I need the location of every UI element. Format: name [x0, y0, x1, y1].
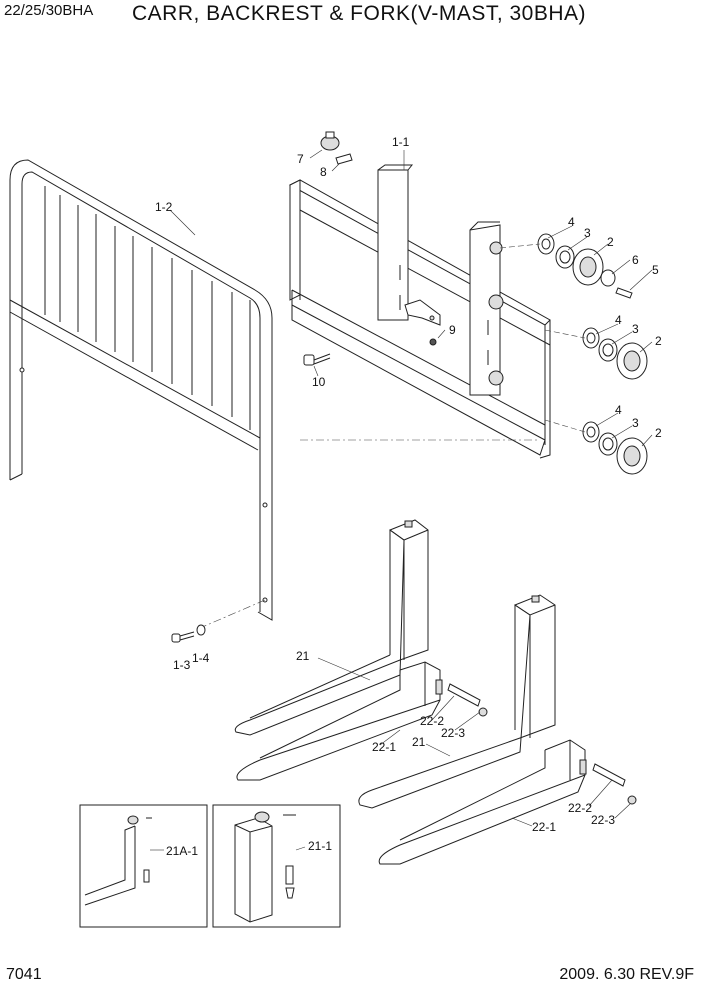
backrest-extension[interactable]: [9, 159, 273, 621]
callout-21a-1: 21A-1: [166, 844, 198, 858]
page-title: CARR, BACKREST & FORK(V-MAST, 30BHA): [132, 2, 587, 25]
callout-10: 10: [312, 375, 326, 389]
washer-1-4[interactable]: [196, 624, 206, 636]
callout-1-1: 1-1: [392, 135, 410, 149]
callout-2-bottom: 2: [655, 426, 662, 440]
callout-9: 9: [449, 323, 456, 337]
callout-4-middle: 4: [615, 313, 622, 327]
roller-set-middle[interactable]: [582, 327, 648, 380]
fork-right-lower[interactable]: [378, 739, 587, 865]
callout-5: 5: [652, 263, 659, 277]
callout-22-2-left: 22-2: [420, 714, 444, 728]
callout-21-right: 21: [412, 735, 426, 749]
callout-3-bottom: 3: [632, 416, 639, 430]
callout-3-top: 3: [584, 226, 591, 240]
bolt-1-3[interactable]: [171, 631, 195, 643]
revision-label: 2009. 6.30 REV.9F: [559, 966, 694, 983]
grease-nipple[interactable]: [320, 131, 340, 151]
model-code: 22/25/30BHA: [4, 2, 94, 19]
callout-21-left: 21: [296, 649, 310, 663]
fork-left[interactable]: [234, 519, 429, 736]
callout-2-middle: 2: [655, 334, 662, 348]
roller-set-top[interactable]: [537, 233, 633, 299]
callout-4-top: 4: [568, 215, 575, 229]
callout-8: 8: [320, 165, 327, 179]
callout-6: 6: [632, 253, 639, 267]
callout-1-3: 1-3: [173, 658, 191, 672]
fork-right[interactable]: [358, 594, 556, 809]
callout-2-top: 2: [607, 235, 614, 249]
carriage-frame[interactable]: [288, 164, 551, 459]
callout-1-4: 1-4: [192, 651, 210, 665]
callout-1-2: 1-2: [155, 200, 173, 214]
fork-pin-left[interactable]: [447, 683, 488, 717]
inset-box-21a-1: [79, 804, 208, 928]
callout-22-1-left: 22-1: [372, 740, 396, 754]
roller-set-bottom[interactable]: [582, 421, 648, 475]
callout-21-1: 21-1: [308, 839, 332, 853]
fork-pin-right[interactable]: [592, 763, 637, 805]
callout-4-bottom: 4: [615, 403, 622, 417]
callout-3-middle: 3: [632, 322, 639, 336]
callout-22-3-right: 22-3: [591, 813, 615, 827]
bolt-10[interactable]: [303, 353, 331, 366]
page-number: 7041: [6, 966, 42, 983]
callout-22-3-left: 22-3: [441, 726, 465, 740]
pin-8[interactable]: [335, 153, 353, 165]
callout-22-1-right: 22-1: [532, 820, 556, 834]
callout-7: 7: [297, 152, 304, 166]
inset-box-21-1: [212, 804, 341, 928]
callout-22-2-right: 22-2: [568, 801, 592, 815]
stopper-bracket[interactable]: [404, 299, 441, 346]
fork-left-lower[interactable]: [236, 661, 443, 781]
